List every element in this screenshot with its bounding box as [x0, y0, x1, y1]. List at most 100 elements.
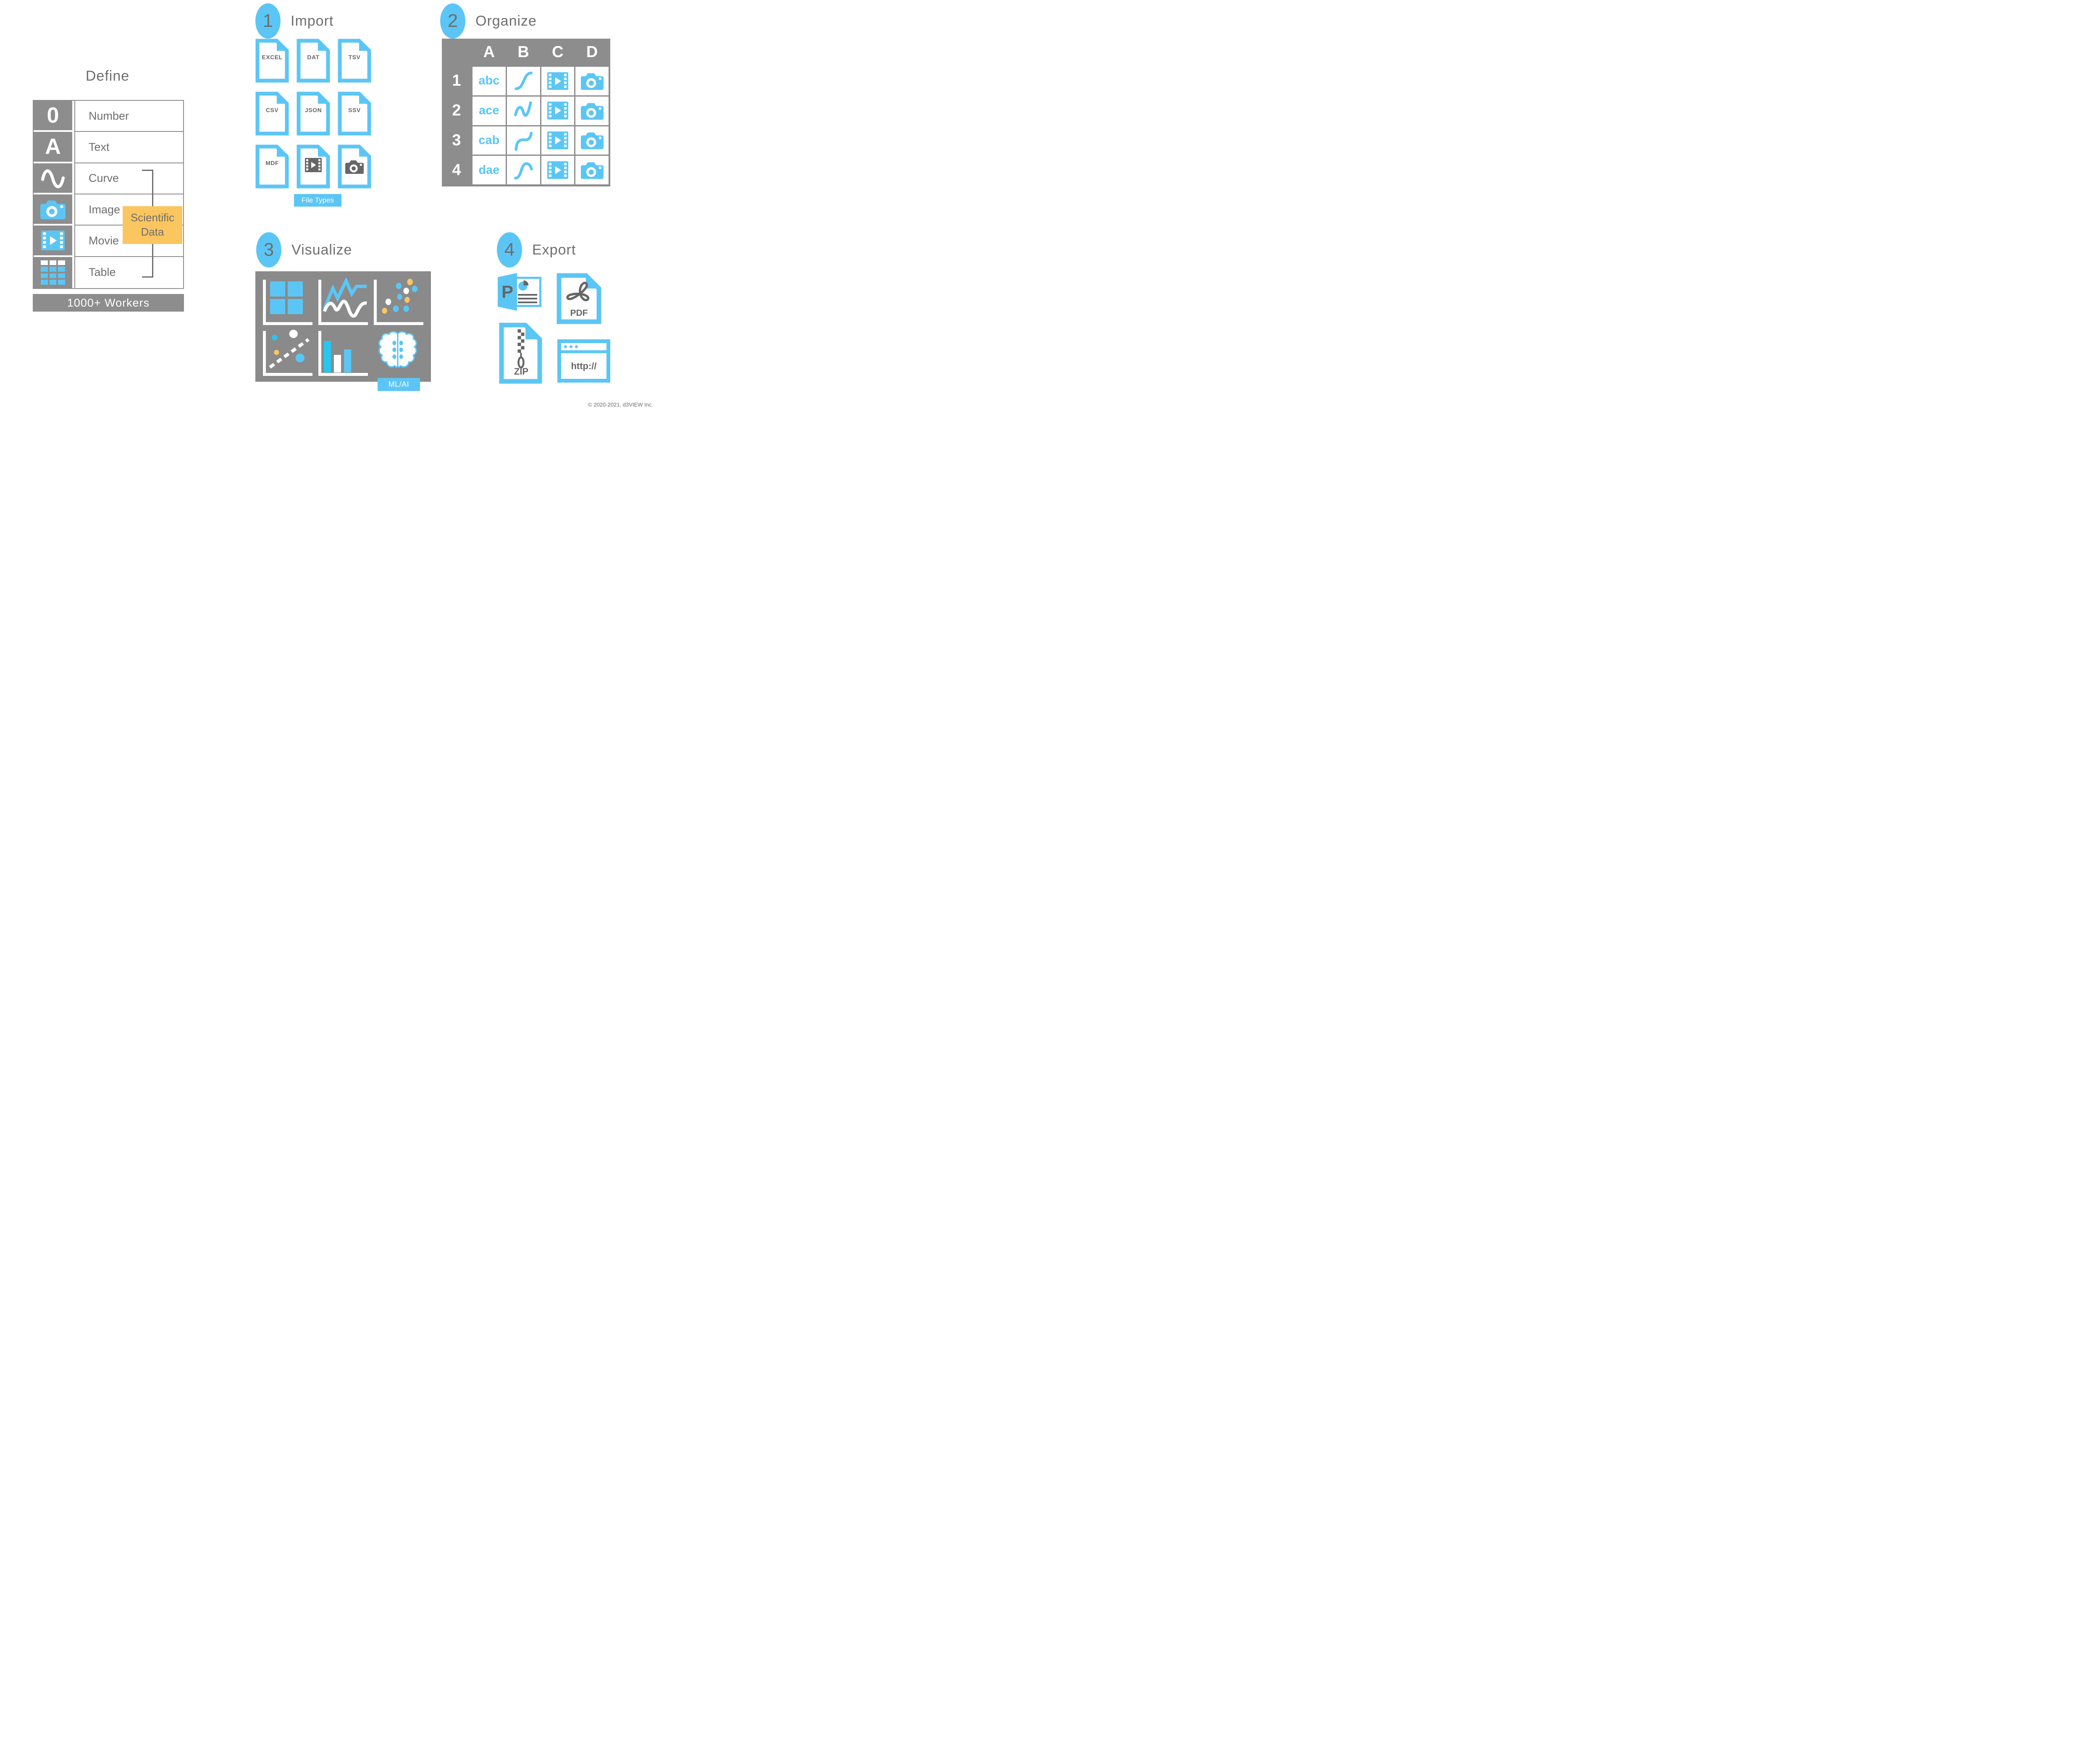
file-icon-mdf: MDF: [255, 144, 289, 189]
curve-icon: [507, 156, 540, 184]
powerpoint-icon: P: [498, 273, 543, 311]
document-icon: [338, 39, 371, 83]
camera-icon: [575, 126, 609, 155]
camera-icon: [34, 194, 72, 226]
movie-icon: [541, 96, 575, 125]
document-icon: [297, 39, 330, 83]
copyright-notice: © 2020-2021, d3VIEW Inc.: [588, 401, 653, 408]
ml-brain-icon: [374, 329, 425, 376]
document-icon: [255, 39, 289, 83]
zip-icon: ZIP: [499, 323, 543, 384]
step-number-badge: 3: [256, 232, 281, 268]
address-bar: [561, 343, 606, 350]
line-chart-icon: [318, 277, 370, 325]
url-text: http://: [561, 353, 606, 379]
table-grid-icon: [34, 257, 72, 288]
pie-chart-icon: [518, 280, 529, 291]
bracket-stub-top: [142, 170, 153, 171]
column-header: D: [586, 43, 598, 61]
document-icon: [255, 92, 289, 136]
file-icon-camera: [338, 144, 371, 189]
curve-icon: [507, 96, 540, 125]
curve-icon: [507, 126, 540, 155]
bar-chart-icon: [318, 329, 370, 376]
acrobat-icon: [566, 281, 590, 302]
visualize-panel: [255, 271, 431, 382]
scatter-plot-icon: [374, 278, 425, 325]
zero-icon: 0: [34, 101, 72, 132]
movie-icon: [34, 226, 72, 257]
movie-icon: [297, 158, 330, 172]
row-header: 4: [452, 161, 461, 179]
row-header: 1: [452, 72, 461, 90]
cell-text: ace: [472, 96, 506, 125]
cell-text: cab: [472, 126, 506, 155]
cell-text: dae: [472, 156, 506, 184]
organize-spreadsheet: A B C D 1 abc 2 ace 3 cab 4 dae: [442, 39, 610, 186]
movie-icon: [541, 67, 575, 95]
define-section-title: Define: [85, 68, 130, 84]
letter-a-icon: A: [34, 132, 72, 163]
file-types-badge: File Types: [294, 194, 341, 207]
movie-icon: [541, 156, 575, 184]
document-icon: [338, 92, 371, 136]
file-icon-tsv: TSV: [338, 39, 371, 83]
camera-icon: [575, 156, 609, 184]
camera-icon: [575, 67, 609, 95]
movie-icon: [541, 126, 575, 155]
define-row-movie: Movie: [34, 226, 183, 257]
define-row-curve: Curve: [34, 163, 183, 194]
file-icon-dat: DAT: [297, 39, 330, 83]
scientific-data-callout: Scientific Data: [123, 206, 182, 244]
column-header: B: [517, 43, 529, 61]
section-title: Organize: [475, 13, 537, 29]
section-title: Export: [532, 241, 576, 258]
file-icon-excel: EXCEL: [255, 39, 289, 83]
browser-window-icon: http://: [557, 339, 610, 383]
visualize-section-header: 3 Visualize: [256, 232, 352, 268]
step-number-badge: 2: [440, 3, 465, 39]
export-section-header: 4 Export: [497, 232, 576, 268]
define-table: 0 Number A Text Curve Image: [33, 100, 184, 289]
bracket-stub-bottom: [142, 276, 153, 278]
row-header: 2: [452, 102, 461, 120]
heatmap-chart-icon: [263, 278, 314, 325]
define-row-label: Number: [74, 101, 183, 132]
step-number-badge: 4: [497, 232, 522, 268]
curve-icon: [34, 163, 72, 194]
camera-icon: [575, 96, 609, 125]
zipper-icon: [517, 329, 525, 357]
column-header: C: [552, 43, 564, 61]
ml-ai-badge: ML/AI: [378, 378, 420, 391]
define-row-label: Movie: [74, 226, 183, 257]
section-title: Import: [291, 13, 334, 29]
document-icon: [297, 92, 330, 136]
define-row-label: Curve: [74, 163, 183, 194]
workers-bar: 1000+ Workers: [33, 294, 184, 312]
cell-text: abc: [472, 67, 506, 95]
document-icon: [255, 144, 289, 189]
define-row-label: Text: [74, 132, 183, 163]
organize-section-header: 2 Organize: [440, 3, 537, 39]
define-row-number: 0 Number: [34, 101, 183, 132]
pdf-icon: PDF: [556, 273, 601, 324]
import-file-grid: EXCEL DAT TSV CSV JSON SSV MDF: [255, 39, 371, 189]
file-icon-csv: CSV: [255, 92, 289, 136]
scatter-trend-chart-icon: [263, 329, 314, 376]
column-header: A: [483, 43, 495, 61]
file-icon-movie: [297, 144, 330, 189]
define-row-label: Table: [74, 257, 183, 288]
file-icon-ssv: SSV: [338, 92, 371, 136]
slide-thumbnail: [514, 277, 541, 307]
step-number-badge: 1: [255, 3, 281, 39]
curve-icon: [507, 67, 540, 95]
corner-cell: [442, 39, 471, 66]
camera-icon: [338, 160, 371, 174]
import-section-header: 1 Import: [255, 3, 333, 39]
section-title: Visualize: [291, 241, 352, 258]
file-icon-json: JSON: [297, 92, 330, 136]
define-row-table: Table: [34, 257, 183, 288]
powerpoint-banner: P: [498, 273, 517, 311]
define-row-text: A Text: [34, 132, 183, 163]
row-header: 3: [452, 131, 461, 149]
